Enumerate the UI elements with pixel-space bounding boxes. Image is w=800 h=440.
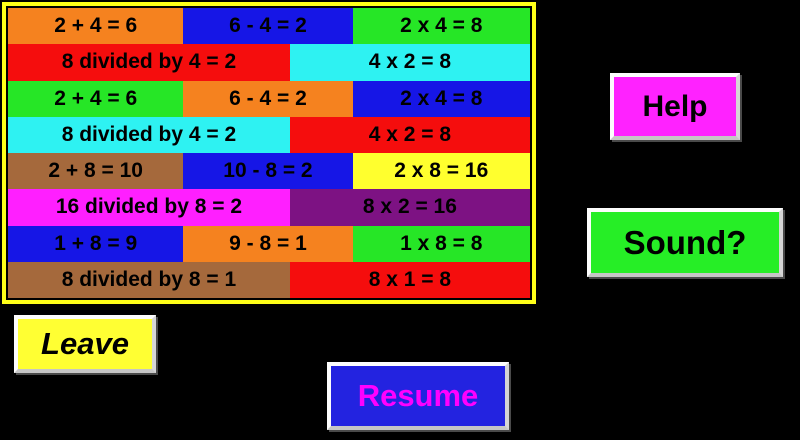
equation-tile[interactable]: 6 - 4 = 2 xyxy=(183,80,353,117)
equation-tile[interactable]: 4 x 2 = 8 xyxy=(289,44,530,81)
equation-tile[interactable]: 2 x 4 = 8 xyxy=(352,80,530,117)
equation-tile[interactable]: 9 - 8 = 1 xyxy=(183,225,353,262)
equation-tile[interactable]: 8 x 2 = 16 xyxy=(289,189,530,226)
equation-tile[interactable]: 4 x 2 = 8 xyxy=(289,116,530,153)
sound-toggle-button[interactable]: Sound? xyxy=(587,208,783,277)
equation-tile[interactable]: 2 + 8 = 10 xyxy=(8,153,184,190)
equation-tile[interactable]: 2 + 4 = 6 xyxy=(8,8,184,45)
equation-tile[interactable]: 8 divided by 8 = 1 xyxy=(8,261,290,298)
equation-tile[interactable]: 8 x 1 = 8 xyxy=(289,261,530,298)
equation-tile[interactable]: 1 x 8 = 8 xyxy=(352,225,530,262)
equation-tile[interactable]: 1 + 8 = 9 xyxy=(8,225,184,262)
help-button[interactable]: Help xyxy=(610,73,740,140)
equation-tile[interactable]: 2 x 8 = 16 xyxy=(352,153,530,190)
equation-tile[interactable]: 8 divided by 4 = 2 xyxy=(8,116,290,153)
resume-button[interactable]: Resume xyxy=(327,362,509,430)
equation-tile[interactable]: 8 divided by 4 = 2 xyxy=(8,44,290,81)
leave-button[interactable]: Leave xyxy=(14,315,156,373)
equation-tile[interactable]: 6 - 4 = 2 xyxy=(183,8,353,45)
equation-tile[interactable]: 16 divided by 8 = 2 xyxy=(8,189,290,226)
equation-tile[interactable]: 10 - 8 = 2 xyxy=(183,153,353,190)
equation-tile[interactable]: 2 x 4 = 8 xyxy=(352,8,530,45)
equation-tile[interactable]: 2 + 4 = 6 xyxy=(8,80,184,117)
